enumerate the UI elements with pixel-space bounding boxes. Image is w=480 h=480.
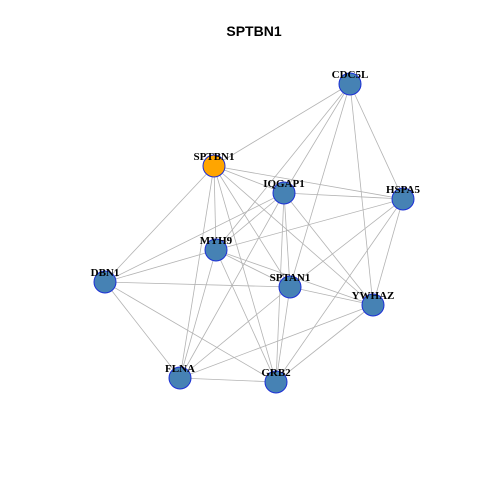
edge-sptan1-flna — [179, 286, 291, 379]
node-sptan1: SPTAN1 — [270, 272, 311, 299]
edge-sptbn1-flna — [179, 165, 215, 379]
edge-hspa5-ywhaz — [372, 198, 404, 306]
edge-iqgap1-ywhaz — [283, 192, 374, 306]
node-circle-hspa5 — [391, 187, 415, 211]
edge-sptbn1-iqgap1 — [213, 165, 285, 194]
node-label-cdc5l: CDC5L — [332, 69, 369, 81]
edge-cdc5l-iqgap1 — [283, 83, 351, 194]
node-label-sptbn1: SPTBN1 — [194, 151, 235, 163]
node-cdc5l: CDC5L — [332, 69, 369, 96]
edge-sptan1-ywhaz — [289, 286, 374, 306]
node-circle-ywhaz — [361, 293, 385, 317]
node-label-dbn1: DBN1 — [91, 267, 120, 279]
node-circle-flna — [168, 366, 192, 390]
edge-sptbn1-ywhaz — [213, 165, 374, 306]
edge-sptbn1-dbn1 — [104, 165, 215, 283]
node-iqgap1: IQGAP1 — [263, 178, 305, 205]
node-circle-iqgap1 — [272, 181, 296, 205]
edge-iqgap1-dbn1 — [104, 192, 285, 283]
edge-cdc5l-ywhaz — [349, 83, 374, 306]
edge-iqgap1-sptan1 — [283, 192, 291, 288]
edge-sptbn1-sptan1 — [213, 165, 291, 288]
node-dbn1: DBN1 — [91, 267, 120, 294]
edge-ywhaz-flna — [179, 304, 374, 379]
node-label-hspa5: HSPA5 — [386, 184, 421, 196]
node-circle-sptbn1 — [202, 154, 226, 178]
node-circle-cdc5l — [338, 72, 362, 96]
node-grb2: GRB2 — [261, 367, 291, 394]
node-label-ywhaz: YWHAZ — [352, 290, 395, 302]
edge-sptbn1-cdc5l — [213, 83, 351, 167]
edge-dbn1-grb2 — [104, 281, 277, 383]
node-circle-sptan1 — [278, 275, 302, 299]
edge-layer — [104, 83, 404, 383]
edge-ywhaz-grb2 — [275, 304, 374, 383]
node-label-flna: FLNA — [165, 363, 195, 375]
node-label-myh9: MYH9 — [200, 235, 233, 247]
node-circle-dbn1 — [93, 270, 117, 294]
edge-myh9-sptan1 — [215, 249, 291, 288]
edge-cdc5l-sptan1 — [289, 83, 351, 288]
node-sptbn1: SPTBN1 — [194, 151, 235, 178]
edge-dbn1-flna — [104, 281, 181, 379]
edge-dbn1-sptan1 — [104, 281, 291, 288]
node-label-iqgap1: IQGAP1 — [263, 178, 305, 190]
edge-iqgap1-myh9 — [215, 192, 285, 251]
edge-hspa5-sptan1 — [289, 198, 404, 288]
node-circle-grb2 — [264, 370, 288, 394]
edge-sptbn1-hspa5 — [213, 165, 404, 200]
node-label-sptan1: SPTAN1 — [270, 272, 311, 284]
diagram-title: SPTBN1 — [226, 23, 281, 39]
edge-sptbn1-myh9 — [213, 165, 217, 251]
edge-myh9-flna — [179, 249, 217, 379]
edge-hspa5-grb2 — [275, 198, 404, 383]
node-circle-myh9 — [204, 238, 228, 262]
node-myh9: MYH9 — [200, 235, 233, 262]
edge-cdc5l-myh9 — [215, 83, 351, 251]
edge-sptan1-grb2 — [275, 286, 291, 383]
edge-iqgap1-hspa5 — [283, 192, 404, 200]
edge-myh9-dbn1 — [104, 249, 217, 283]
edge-flna-grb2 — [179, 377, 277, 383]
node-ywhaz: YWHAZ — [352, 290, 395, 317]
node-label-grb2: GRB2 — [261, 367, 291, 379]
node-flna: FLNA — [165, 363, 195, 390]
edge-hspa5-myh9 — [215, 198, 404, 251]
edge-cdc5l-hspa5 — [349, 83, 404, 200]
edge-myh9-grb2 — [215, 249, 277, 383]
node-hspa5: HSPA5 — [386, 184, 421, 211]
